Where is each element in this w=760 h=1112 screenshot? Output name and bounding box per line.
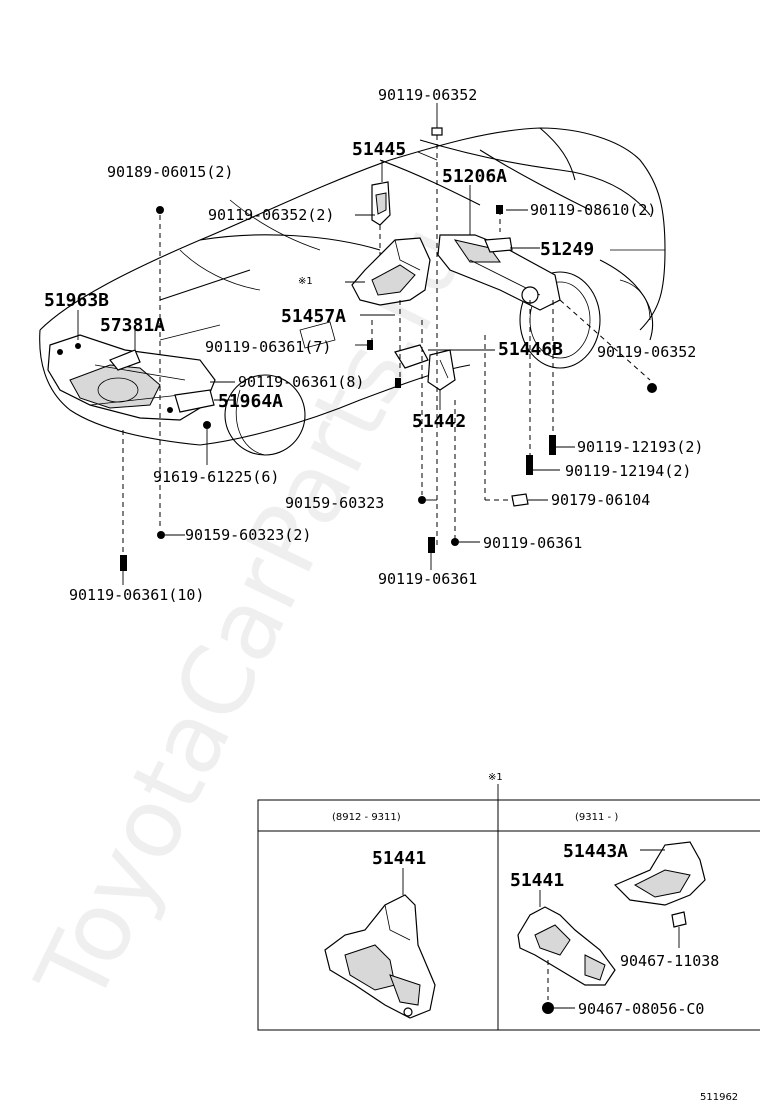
part-51445-bracket (371, 181, 391, 226)
part-labels: 90119-06352 51445 90189-06015(2) 51206A … (44, 86, 703, 604)
part-51441-variant2 (517, 906, 616, 986)
part-51446b-bracket (394, 344, 429, 369)
label-90119-06361-a: 90119-06361 (483, 534, 582, 552)
table-col2-part-a: 51443A (563, 841, 628, 862)
table-col2-header: (9311 - ) (575, 812, 618, 823)
watermark: ToyotaCarParts.ru (15, 208, 488, 1021)
solid-leaders (77, 103, 575, 585)
label-51445: 51445 (352, 139, 406, 160)
label-90119-06352-right: 90119-06352 (597, 343, 696, 361)
label-90119-06361-8: 90119-06361(8) (238, 373, 364, 391)
label-90159-60323-center: 90159-60323 (285, 494, 384, 512)
label-90119-06361-b: 90119-06361 (378, 570, 477, 588)
label-90159-60323-2: 90159-60323(2) (185, 526, 311, 544)
label-51963b: 51963B (44, 290, 109, 311)
label-90119-06352-2: 90119-06352(2) (208, 206, 334, 224)
label-51457a: 51457A (281, 306, 346, 327)
label-ref-note-1: ※1 (298, 276, 313, 287)
part-51964a-brace (174, 389, 215, 413)
part-51441-variant1 (324, 894, 436, 1019)
label-90119-08610: 90119-08610(2) (530, 201, 656, 219)
variant-table: ※1 (8912 - 9311) (9311 - ) 51441 51443A (257, 772, 760, 1031)
footer-code: 511962 (700, 1092, 738, 1103)
label-51964a: 51964A (218, 391, 283, 412)
label-57381a: 57381A (100, 315, 165, 336)
part-51442-bracket (427, 349, 456, 391)
part-51249-bracket (484, 237, 513, 253)
label-90189-06015: 90189-06015(2) (107, 163, 233, 181)
car-body-outline (39, 127, 666, 456)
label-90179-06104: 90179-06104 (551, 491, 650, 509)
label-90119-12194: 90119-12194(2) (565, 462, 691, 480)
label-90119-12193: 90119-12193(2) (577, 438, 703, 456)
part-51206a-crossmember (437, 234, 561, 311)
label-90119-06361-10: 90119-06361(10) (69, 586, 204, 604)
table-col1-part: 51441 (372, 848, 426, 869)
table-col2-part-c: 90467-11038 (620, 952, 719, 970)
label-91619-61225: 91619-61225(6) (153, 468, 279, 486)
label-90119-06352-top: 90119-06352 (378, 86, 477, 104)
fasteners (120, 127, 657, 571)
part-57381a-bracket (109, 349, 141, 371)
table-ref-mark: ※1 (488, 772, 503, 783)
part-51443a (613, 841, 706, 906)
table-col1-header: (8912 - 9311) (332, 812, 401, 823)
part-under-cover-front (47, 334, 216, 421)
label-51249: 51249 (540, 239, 594, 260)
table-col2-part-d: 90467-08056-C0 (578, 1000, 704, 1018)
label-51442: 51442 (412, 411, 466, 432)
label-51446b: 51446B (498, 339, 563, 360)
label-90119-06361-7: 90119-06361(7) (205, 338, 331, 356)
label-51206a: 51206A (442, 166, 507, 187)
part-51457a-cover (351, 237, 431, 306)
table-col2-part-b: 51441 (510, 870, 564, 891)
